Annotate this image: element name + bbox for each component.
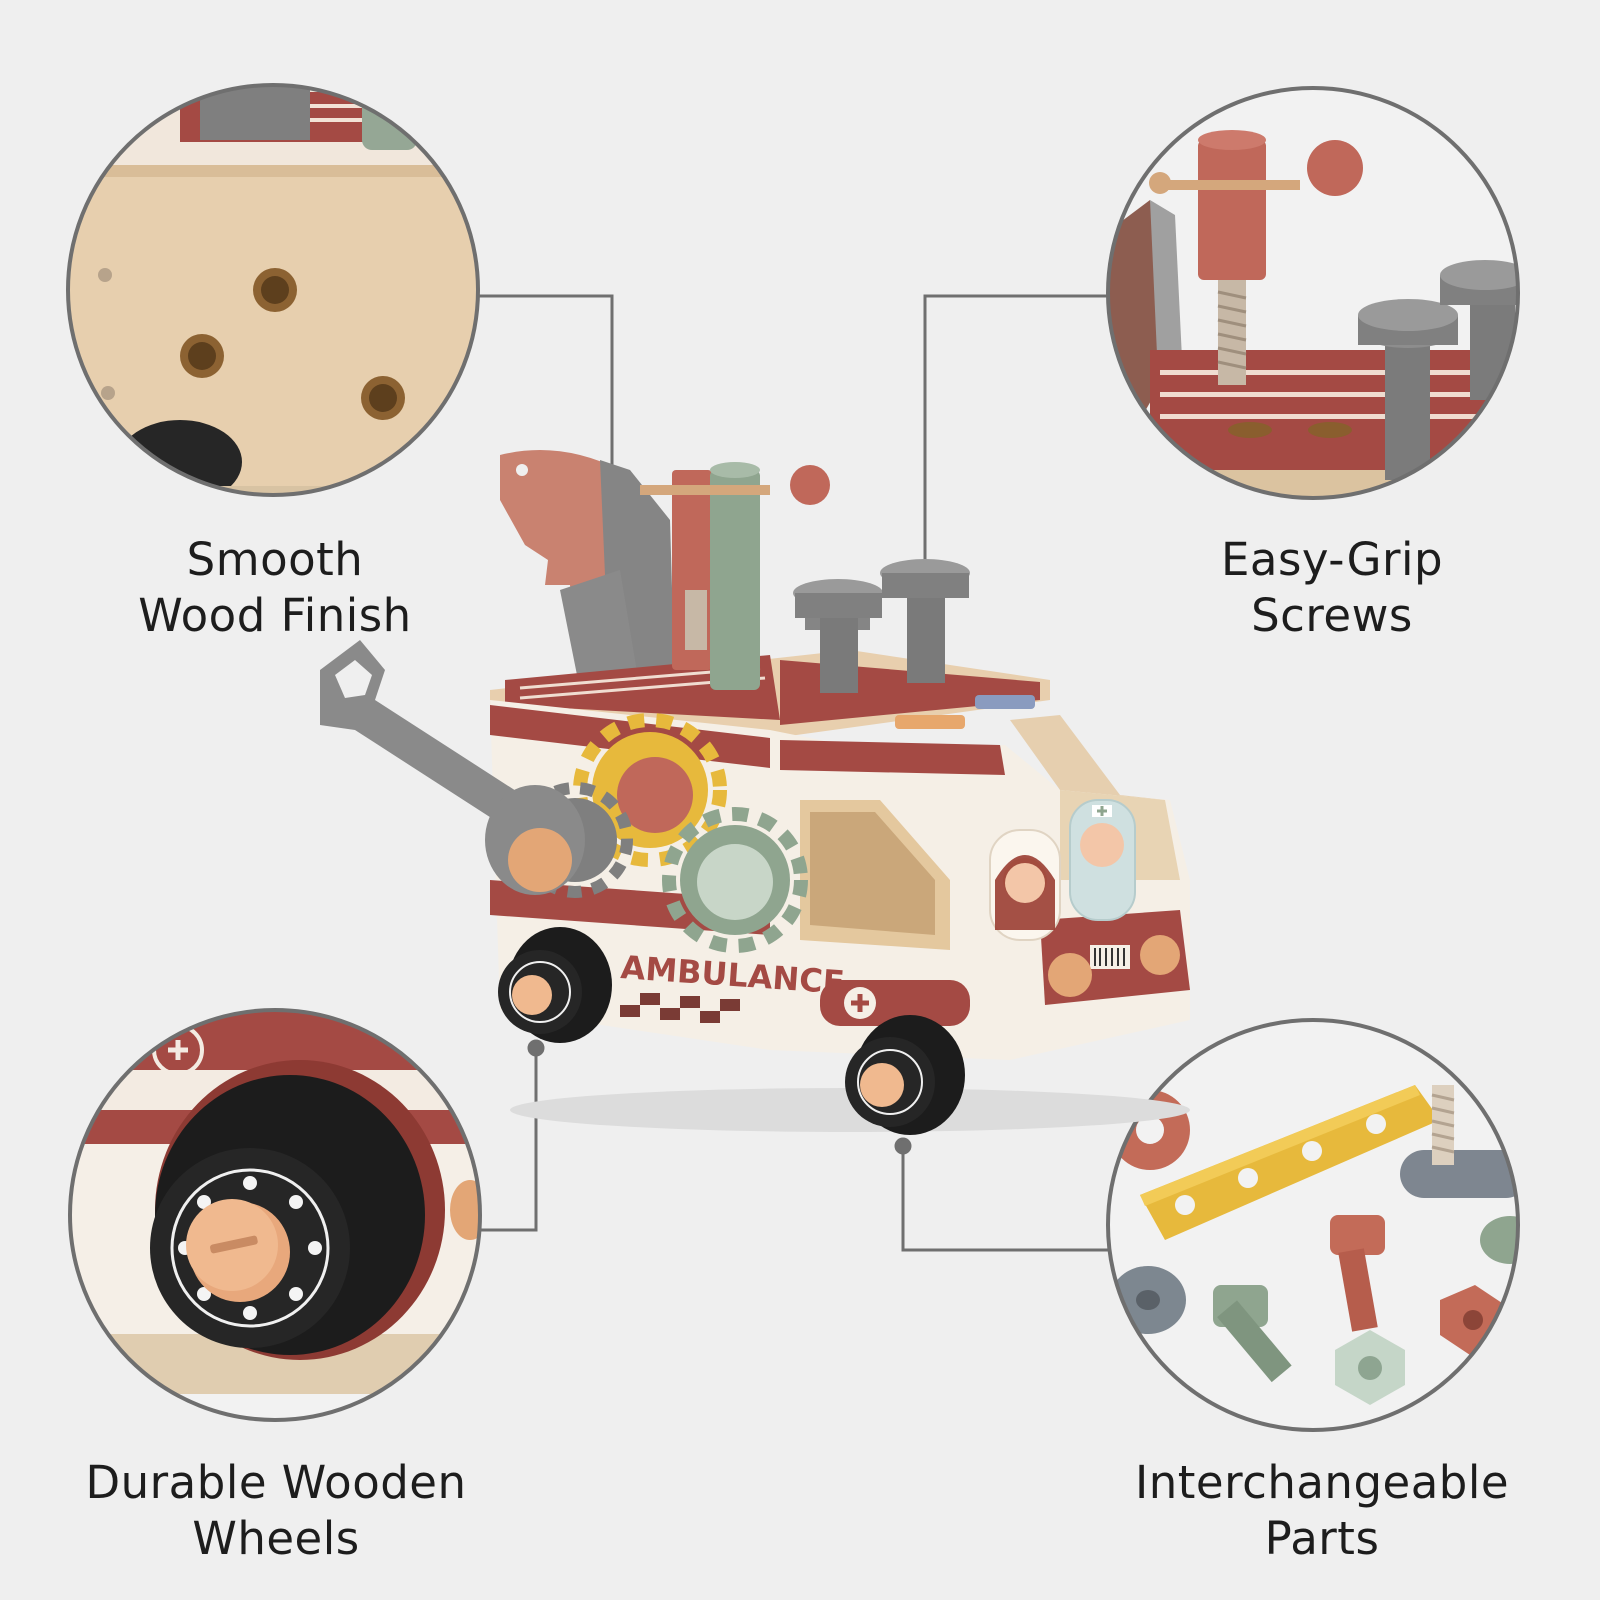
connector-wheels: [475, 1052, 538, 1232]
caption-durable-wooden-wheels: Durable Wooden Wheels: [46, 1455, 506, 1567]
toy-wrench: [320, 640, 585, 895]
toy-saw: [500, 450, 675, 690]
caption-line: Wheels: [192, 1512, 360, 1565]
connector-easy-grip: [923, 294, 1112, 578]
connector-parts: [901, 1150, 1110, 1252]
callout-circle-screws: [1106, 86, 1520, 500]
caption-line: Smooth: [186, 533, 364, 586]
caption-interchangeable-parts: Interchangeable Parts: [1092, 1455, 1552, 1567]
toy-figures: [989, 799, 1136, 941]
caption-line: Screws: [1251, 589, 1413, 642]
caption-line: Interchangeable: [1134, 1456, 1510, 1509]
caption-line: Easy-Grip: [1220, 533, 1444, 586]
toy-wheel-front: [845, 1015, 965, 1135]
caption-line: Parts: [1264, 1512, 1380, 1565]
toy-grey-pegs: [793, 559, 970, 693]
connector-smooth-finish: [478, 294, 614, 498]
caption-line: Durable Wooden: [85, 1456, 467, 1509]
caption-easy-grip-screws: Easy-Grip Screws: [1102, 532, 1562, 644]
caption-line: Wood Finish: [138, 589, 412, 642]
callout-circle-wheel: [68, 1008, 482, 1422]
ambulance-toy: AMBULANCE: [320, 450, 1190, 1135]
callout-circle-parts: [1106, 1018, 1520, 1432]
callout-circle-wood-finish: [66, 83, 480, 497]
caption-smooth-wood-finish: Smooth Wood Finish: [45, 532, 505, 644]
toy-wheel-rear: [498, 927, 612, 1043]
